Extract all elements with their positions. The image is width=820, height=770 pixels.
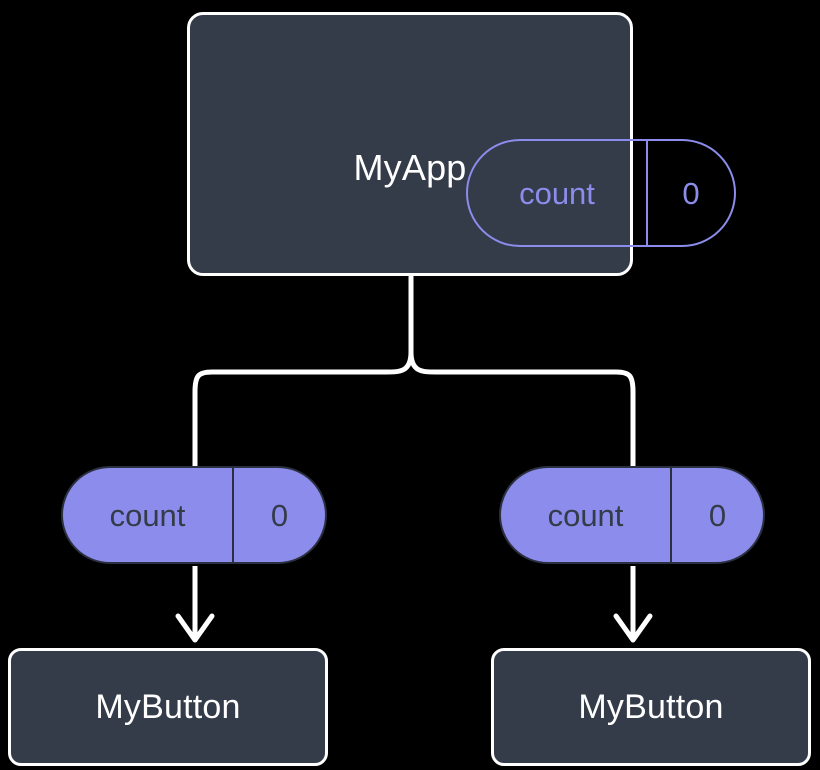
node-myapp-label: MyApp (353, 147, 467, 188)
state-pill-myapp-count-key: count (468, 141, 648, 245)
node-mybutton-1-label: MyButton (95, 688, 241, 726)
state-pill-child-2-count-key: count (501, 468, 672, 562)
state-pill-child-1-count-value: 0 (270, 497, 289, 533)
state-pill-child-2-count-value: 0 (708, 497, 727, 533)
state-pill-myapp-count-value: 0 (682, 175, 700, 211)
state-pill-child-1-count[interactable]: count 0 (61, 466, 327, 564)
node-mybutton-2[interactable]: MyButton (491, 648, 811, 766)
state-pill-child-1-count-key: count (63, 468, 234, 562)
node-mybutton-1[interactable]: MyButton (8, 648, 328, 766)
node-myapp[interactable]: MyApp count 0 (187, 12, 736, 276)
state-pill-child-2-count[interactable]: count 0 (499, 466, 765, 564)
node-mybutton-2-label: MyButton (578, 688, 724, 726)
state-pill-myapp-count[interactable]: count 0 (466, 139, 736, 247)
